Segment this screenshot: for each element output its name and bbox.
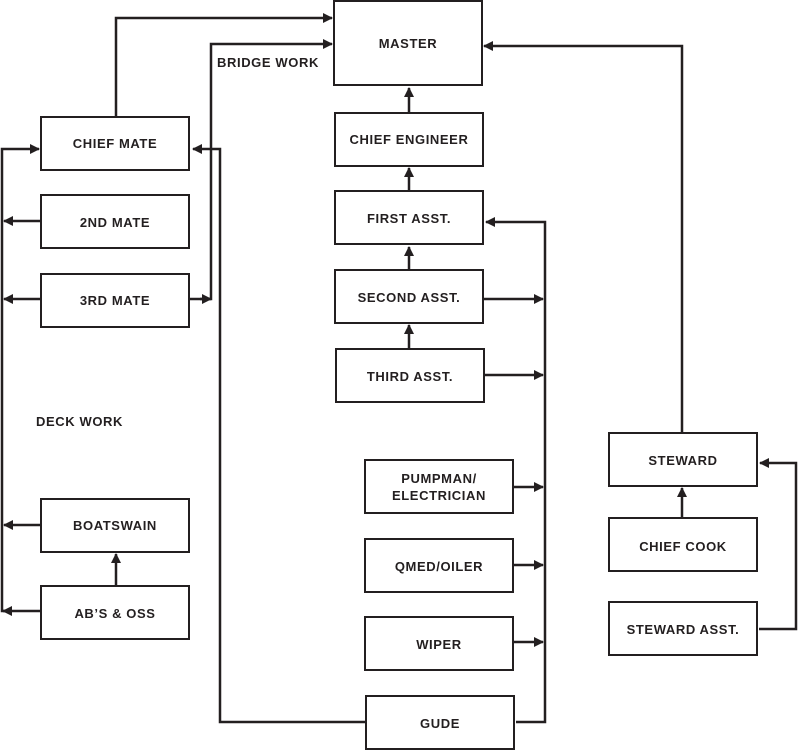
chief-cook-label: CHIEF COOK <box>639 539 727 554</box>
steward-asst-label: STEWARD ASST. <box>627 622 740 637</box>
third-asst-label: THIRD ASST. <box>367 369 453 384</box>
node-abs-oss: AB’S & OSS <box>40 585 190 640</box>
abs-oss-label: AB’S & OSS <box>74 606 155 621</box>
steward-to-master <box>483 41 684 433</box>
node-chief-cook: CHIEF COOK <box>608 517 758 572</box>
node-wiper: WIPER <box>364 616 514 671</box>
node-gude: GUDE <box>365 695 515 750</box>
node-chief-mate: CHIEF MATE <box>40 116 190 171</box>
steward-label: STEWARD <box>648 453 717 468</box>
node-steward: STEWARD <box>608 432 758 487</box>
electrician-label: ELECTRICIAN <box>392 488 486 503</box>
pumpman-label: PUMPMAN/ <box>401 471 477 486</box>
node-chief-engineer: CHIEF ENGINEER <box>334 112 484 167</box>
node-third-asst: THIRD ASST. <box>335 348 485 403</box>
deck-bus <box>0 144 41 613</box>
node-third-mate: 3RD MATE <box>40 273 190 328</box>
third-mate-label: 3RD MATE <box>80 293 150 308</box>
node-second-mate: 2ND MATE <box>40 194 190 249</box>
node-second-asst: SECOND ASST. <box>334 269 484 324</box>
steward-asst-to-steward <box>759 458 798 631</box>
boatswain-label: BOATSWAIN <box>73 518 157 533</box>
bridge-work-label: BRIDGE WORK <box>217 55 319 70</box>
node-master: MASTER <box>333 0 483 86</box>
second-asst-label: SECOND ASST. <box>358 290 461 305</box>
connectors <box>0 13 798 724</box>
chief-mate-to-master <box>114 13 333 117</box>
qmed-oiler-label: QMED/OILER <box>395 559 483 574</box>
node-qmed-oiler: QMED/OILER <box>364 538 514 593</box>
wiper-label: WIPER <box>416 637 462 652</box>
gude-to-chief-mate <box>192 144 365 724</box>
first-asst-label: FIRST ASST. <box>367 211 451 226</box>
gude-label: GUDE <box>420 716 460 731</box>
node-first-asst: FIRST ASST. <box>334 190 484 245</box>
node-pumpman-electrician: PUMPMAN/ ELECTRICIAN <box>364 459 514 514</box>
master-label: MASTER <box>379 36 438 51</box>
third-mate-bridge-to-master <box>190 39 333 301</box>
second-mate-label: 2ND MATE <box>80 215 150 230</box>
chief-engineer-label: CHIEF ENGINEER <box>350 132 469 147</box>
node-boatswain: BOATSWAIN <box>40 498 190 553</box>
chief-mate-label: CHIEF MATE <box>73 136 157 151</box>
engine-bus <box>485 217 547 724</box>
deck-work-label: DECK WORK <box>36 414 123 429</box>
node-steward-asst: STEWARD ASST. <box>608 601 758 656</box>
